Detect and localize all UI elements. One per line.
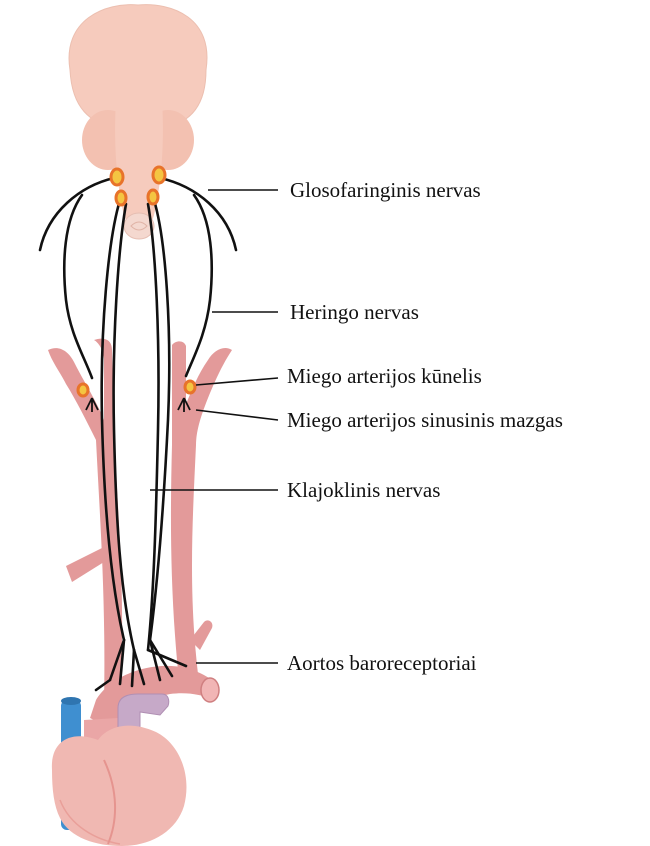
label-vagus: Klajoklinis nervas — [287, 478, 440, 502]
label-hering: Heringo nervas — [290, 300, 419, 324]
carotid-body-left — [78, 384, 88, 396]
label-aortic: Aortos baroreceptoriai — [287, 651, 477, 675]
ganglion-right-lower — [148, 190, 158, 204]
leader-carotid-sinus — [196, 410, 278, 420]
label-carotid-sinus: Miego arterijos sinusinis mazgas — [287, 408, 563, 432]
heart — [52, 694, 187, 846]
ganglion-right-upper — [153, 167, 165, 183]
ganglion-left-lower — [116, 191, 126, 205]
carotid-body-right — [185, 381, 195, 393]
nerves — [40, 178, 236, 690]
brainstem — [69, 5, 207, 239]
leader-lines — [150, 190, 278, 663]
labels: Glosofaringinis nervas Heringo nervas Mi… — [287, 178, 563, 675]
label-glossopharyngeal: Glosofaringinis nervas — [290, 178, 481, 202]
label-carotid-body: Miego arterijos kūnelis — [287, 364, 482, 388]
ganglion-left-upper — [111, 169, 123, 185]
